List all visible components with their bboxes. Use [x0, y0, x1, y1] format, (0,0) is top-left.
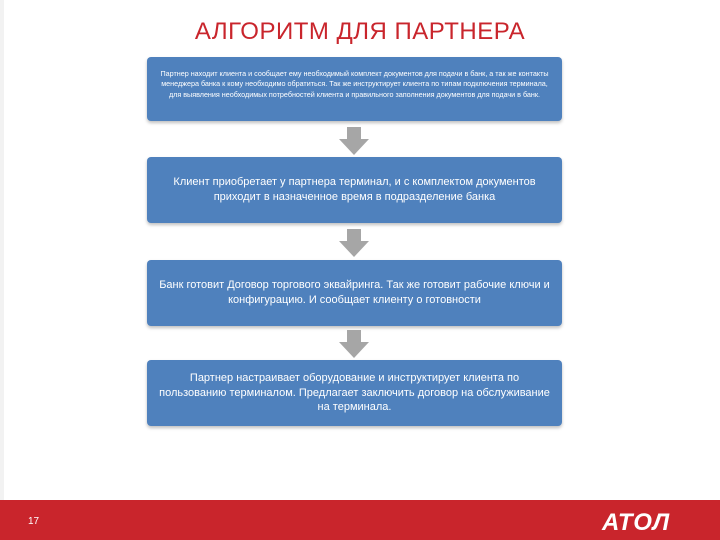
atol-logo: АТОЛ: [601, 509, 670, 534]
down-arrow-icon: [339, 127, 369, 155]
flow-step-3: Банк готовит Договор торгового эквайринг…: [147, 260, 562, 326]
page-number: 17: [28, 516, 40, 527]
left-edge-rule: [0, 0, 4, 500]
flow-step-2-text: Клиент приобретает у партнера терминал, …: [173, 176, 536, 203]
footer-bar: [0, 500, 720, 540]
svg-text:АТОЛ: АТОЛ: [601, 509, 670, 534]
flow-step-1: Партнер находит клиента и сообщает ему н…: [147, 57, 562, 121]
flow-step-4: Партнер настраивает оборудование и инстр…: [147, 360, 562, 426]
slide-title: АЛГОРИТМ ДЛЯ ПАРТНЕРА: [194, 18, 526, 45]
flow-step-1-text: Партнер находит клиента и сообщает ему н…: [160, 69, 549, 99]
flow-step-3-text: Банк готовит Договор торгового эквайринг…: [159, 279, 550, 306]
down-arrow-icon: [339, 229, 369, 257]
flow-step-2: Клиент приобретает у партнера терминал, …: [147, 157, 562, 223]
down-arrow-icon: [339, 330, 369, 358]
flow-step-4-text: Партнер настраивает оборудование и инстр…: [159, 371, 550, 414]
